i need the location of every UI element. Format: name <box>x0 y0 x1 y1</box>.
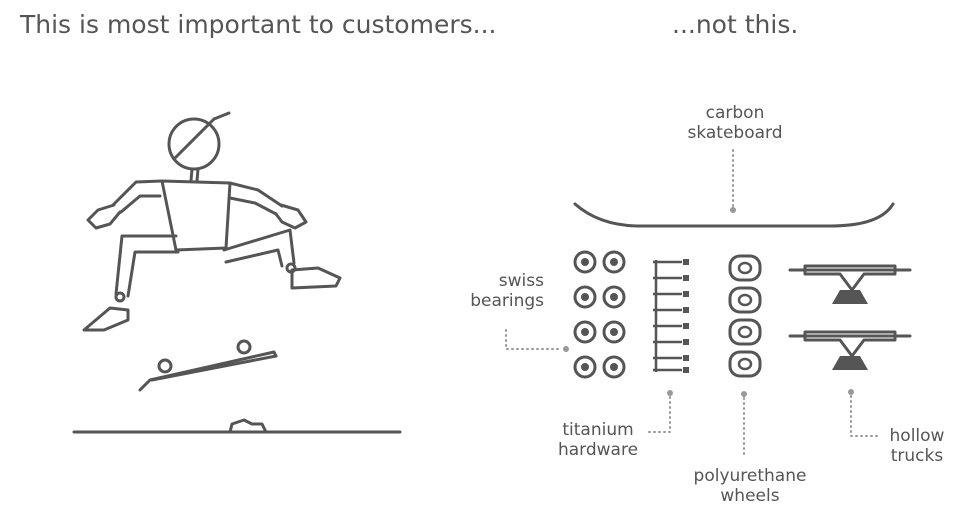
skater-shoe-right <box>290 266 342 290</box>
wheels-dot <box>741 391 747 397</box>
cap-line <box>172 117 216 161</box>
ground <box>72 418 402 434</box>
trucks-dot <box>848 389 854 395</box>
skater-torso <box>160 179 232 252</box>
bearings-leader <box>505 329 563 350</box>
carbon-deck <box>573 202 895 228</box>
trucks-icon <box>788 264 912 370</box>
skater-head <box>167 117 221 171</box>
skater-leg-right <box>222 228 296 265</box>
skater-arm-right <box>228 181 284 208</box>
flying-skateboard <box>138 339 278 392</box>
label-swiss-bearings: swiss bearings <box>470 271 544 311</box>
hardware-leader <box>647 396 671 433</box>
skater-hand-left <box>86 203 122 230</box>
wheels-icon <box>728 254 762 378</box>
hardware-icon <box>653 259 689 373</box>
label-titanium-hardware: titanium hardware <box>557 420 639 460</box>
heading-left: This is most important to customers... <box>20 10 497 39</box>
heading-right: ...not this. <box>672 10 799 39</box>
label-carbon-skateboard: carbon skateboard <box>687 103 783 143</box>
deck-dot <box>730 207 736 213</box>
bearings-dot <box>563 346 569 352</box>
label-hollow-trucks: hollow trucks <box>889 426 945 466</box>
skater-figure <box>82 111 342 332</box>
label-polyurethane-wheels: polyurethane wheels <box>693 466 807 506</box>
trucks-leader <box>850 395 879 437</box>
skater-shoe-left <box>82 306 130 332</box>
skater-arm-left <box>111 179 164 207</box>
bearings-icon <box>573 250 626 379</box>
hardware-dot <box>667 390 673 396</box>
skater-leg-left <box>114 234 178 296</box>
skater-hand-right <box>274 203 308 230</box>
